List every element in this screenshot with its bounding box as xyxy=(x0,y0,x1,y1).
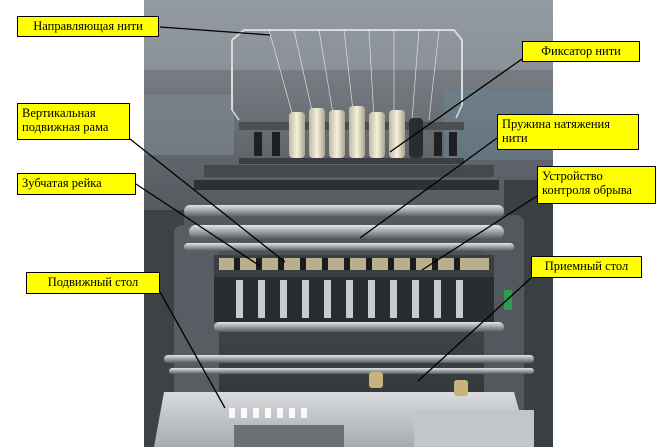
label-break-control: Устройство контроля обрыва xyxy=(537,166,656,204)
label-receiving-table-text: Приемный стол xyxy=(544,259,629,273)
label-thread-guide: Направляющая нити xyxy=(17,16,159,37)
label-thread-guide-text: Направляющая нити xyxy=(33,19,143,33)
book-sewing-machine-photo xyxy=(144,0,553,447)
label-break-control-line1: Устройство xyxy=(542,169,603,183)
label-rack: Зубчатая рейка xyxy=(17,173,136,195)
label-thread-clamp-text: Фиксатор нити xyxy=(541,44,621,58)
label-break-control-line2: контроля обрыва xyxy=(542,183,632,197)
label-receiving-table: Приемный стол xyxy=(531,256,642,278)
label-tension-spring-line1: Пружина натяжения xyxy=(502,117,610,131)
label-tension-spring: Пружина натяжения нити xyxy=(497,114,639,150)
label-tension-spring-line2: нити xyxy=(502,131,528,145)
label-moving-table-text: Подвижный стол xyxy=(47,275,139,289)
label-thread-clamp: Фиксатор нити xyxy=(522,41,640,62)
label-vertical-frame-line1: Вертикальная xyxy=(22,106,96,120)
label-moving-table: Подвижный стол xyxy=(26,272,160,294)
label-vertical-frame: Вертикальная подвижная рама xyxy=(17,103,130,140)
label-rack-text: Зубчатая рейка xyxy=(22,176,102,190)
label-vertical-frame-line2: подвижная рама xyxy=(22,120,109,134)
